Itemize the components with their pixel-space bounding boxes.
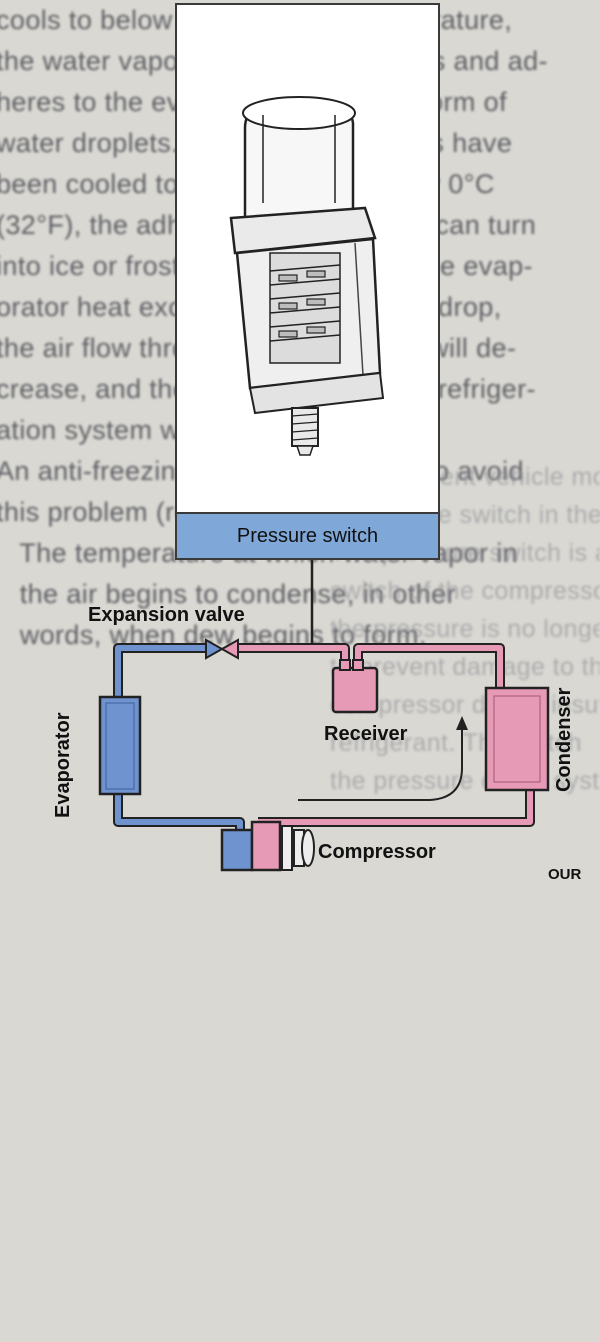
expansion-valve-symbol	[205, 638, 239, 660]
pressure-switch-inset	[175, 3, 440, 560]
refrigerant-circuit	[98, 560, 550, 872]
condenser-unit	[484, 686, 550, 792]
compressor-unit	[220, 820, 315, 872]
background-text-line-right: switch of the compressor when	[330, 577, 600, 605]
pressure-switch-illustration	[229, 96, 385, 456]
airflow-arrow	[298, 722, 463, 801]
condenser-label: Condenser	[553, 687, 575, 792]
airflow-arrowhead	[456, 716, 468, 730]
receiver-label: Receiver	[324, 723, 408, 745]
background-text-line: the air begins to condense, in other	[0, 579, 456, 609]
compressor-label: Compressor	[318, 841, 436, 863]
corner-text: OUR	[548, 866, 582, 883]
background-text-line: words, when dew begins to form.	[0, 620, 427, 650]
expansion-valve-label: Expansion valve	[88, 604, 245, 626]
pressure-switch-label: Pressure switch	[175, 512, 440, 560]
receiver-unit	[331, 666, 379, 714]
evaporator-unit	[98, 695, 142, 796]
background-text-line-right: the pressure is no longer adequate	[330, 615, 600, 643]
evaporator-label: Evaporator	[52, 712, 74, 818]
